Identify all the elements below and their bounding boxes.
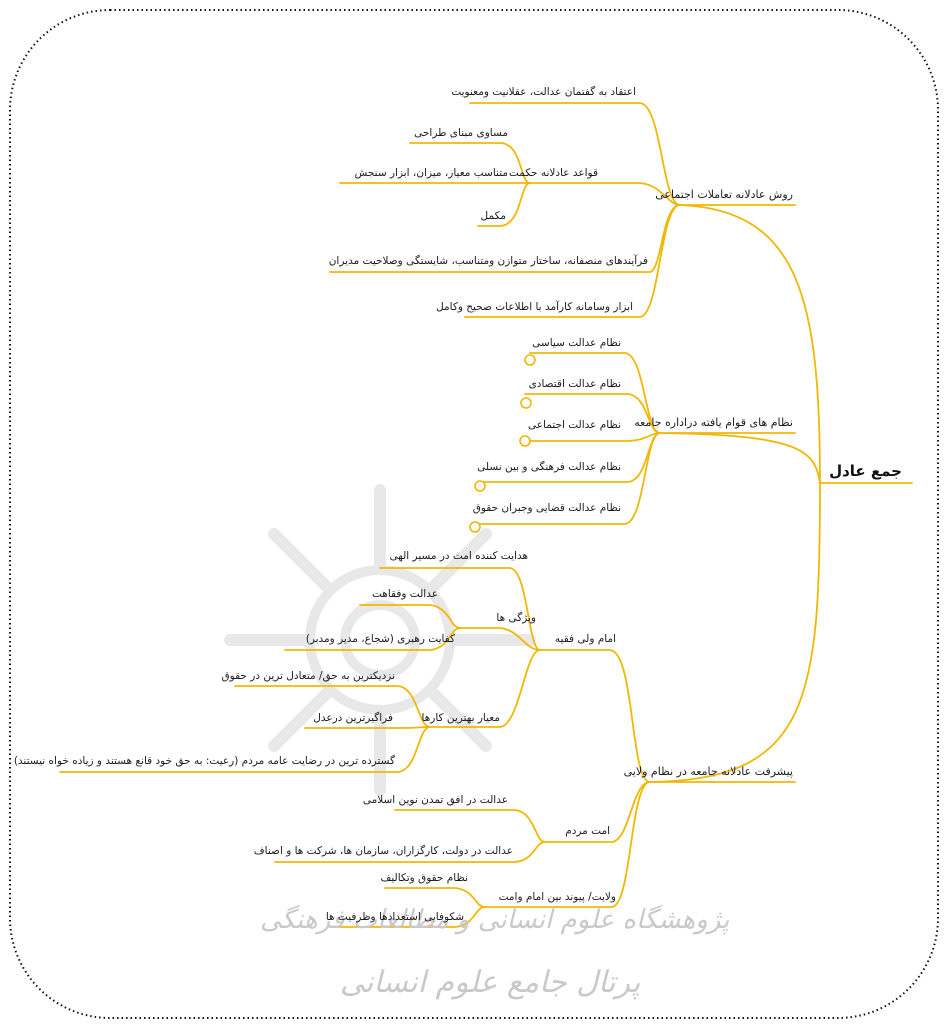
node-government-justice: عدالت در دولت، کارگزاران، سازمان ها، شرک… (253, 845, 513, 857)
connector-ummat-1 (394, 809, 546, 843)
connector-root-branch2 (659, 432, 821, 484)
node-cultural-justice: نظام عدالت فرهنگی و بین نسلی (477, 461, 621, 473)
branch-established-systems: نظام های قوام یافته دراداره جامعه (634, 416, 793, 429)
connector-rules-3 (477, 182, 531, 227)
node-guide: هدایت کننده امت در مسیر الهی (389, 550, 529, 562)
connector-criteria-1 (234, 685, 431, 728)
node-social-justice: نظام عدالت اجتماعی (528, 419, 621, 431)
watermark-line-2: پرتال جامع علوم انسانی (340, 965, 641, 1000)
node-best-criteria: معیار بهترین کارها (421, 712, 500, 724)
node-economic-justice: نظام عدالت اقتصادی (528, 378, 621, 390)
connector-b3-ummat (544, 781, 651, 843)
connector-criteria-2 (304, 726, 431, 729)
node-rights-duties: نظام حقوق وتکالیف (380, 872, 468, 884)
branch-social-interactions: روش عادلانه تعاملات اجتماعی (655, 188, 793, 201)
connector-b2-c3 (524, 432, 661, 442)
marker-circle-4 (474, 480, 486, 492)
node-most-inclusive: فراگیرترین درعدل (313, 712, 393, 724)
node-traits: ویژگی ها (496, 612, 536, 624)
node-justice-jurisprudence: عدالت وفقاهت (372, 588, 438, 600)
node-belief-discourse: اعتقاد به گفتمان عدالت، عقلانیت ومعنویت (451, 86, 636, 98)
connector-ummat-2 (274, 841, 546, 863)
node-efficient-tools: ابزار وسامانه کارآمد با اطلاعات صحیح وکا… (436, 301, 633, 313)
marker-circle-1 (524, 354, 536, 366)
node-fair-rules: قواعد عادلانه حکمت (508, 167, 598, 179)
branch-fair-progress: پیشرفت عادلانه جامعه در نظام ولایی (623, 765, 793, 778)
node-widest-satisfaction: گسترده ترین در رضایت عامه مردم (رعیت: به… (13, 755, 395, 767)
connector-imam-criteria (429, 649, 541, 728)
connector-velayat-2 (334, 906, 486, 928)
connector-b1-c2 (529, 182, 681, 206)
connector-rules-1 (409, 142, 531, 184)
node-fair-processes: فرآیندهای منصفانه، ساختار متوازن ومتناسب… (328, 255, 648, 267)
connector-b3-velayat (484, 781, 651, 908)
node-velayat: ولایت/ پیوند بین امام وامت (498, 891, 616, 903)
node-leadership: کفایت رهبری (شجاع، مدیر ومدبر) (305, 633, 455, 645)
connector-b2-c5 (474, 432, 661, 525)
node-judicial-justice: نظام عدالت قضایی وجبران حقوق (472, 502, 621, 514)
connector-b1-c1 (469, 102, 681, 206)
connector-b1-c4 (464, 204, 681, 318)
connector-b3-imam (539, 649, 651, 783)
node-political-justice: نظام عدالت سیاسی (532, 337, 621, 349)
node-ummat: امت مردم (565, 825, 610, 837)
node-talents: شکوفایی استعدادها وظرفیت ها (325, 911, 464, 923)
connector-imam-traits (459, 627, 541, 651)
marker-circle-3 (519, 435, 531, 447)
root-node: جمع عادل (829, 462, 902, 480)
connector-traits-1 (359, 604, 461, 629)
node-closest-to-right: نزدیکترین به حق/ متعادل ترین در حقوق (221, 670, 395, 682)
connector-velayat-1 (384, 887, 486, 908)
node-imam: امام ولی فقیه (554, 633, 616, 645)
node-equal: مساوی مبنای طراحی (414, 127, 508, 139)
node-complementary: مکمل (480, 210, 506, 222)
connector-imam-guide (379, 567, 541, 651)
connector-b2-c2 (524, 393, 661, 434)
node-new-civilization: عدالت در افق تمدن نوین اسلامی (362, 794, 508, 806)
marker-circle-2 (520, 397, 532, 409)
connector-root-branch1 (679, 204, 821, 484)
marker-circle-5 (469, 521, 481, 533)
watermark-line-1: پژوهشگاه علوم انسانی و مطالعات فرهنگی (260, 905, 730, 935)
connector-root-branch3 (649, 482, 821, 783)
connector-traits-2 (284, 627, 461, 651)
node-proportional: متناسب معیار، میزان، ابزار سنجش (354, 167, 509, 179)
connector-criteria-3 (59, 726, 431, 773)
